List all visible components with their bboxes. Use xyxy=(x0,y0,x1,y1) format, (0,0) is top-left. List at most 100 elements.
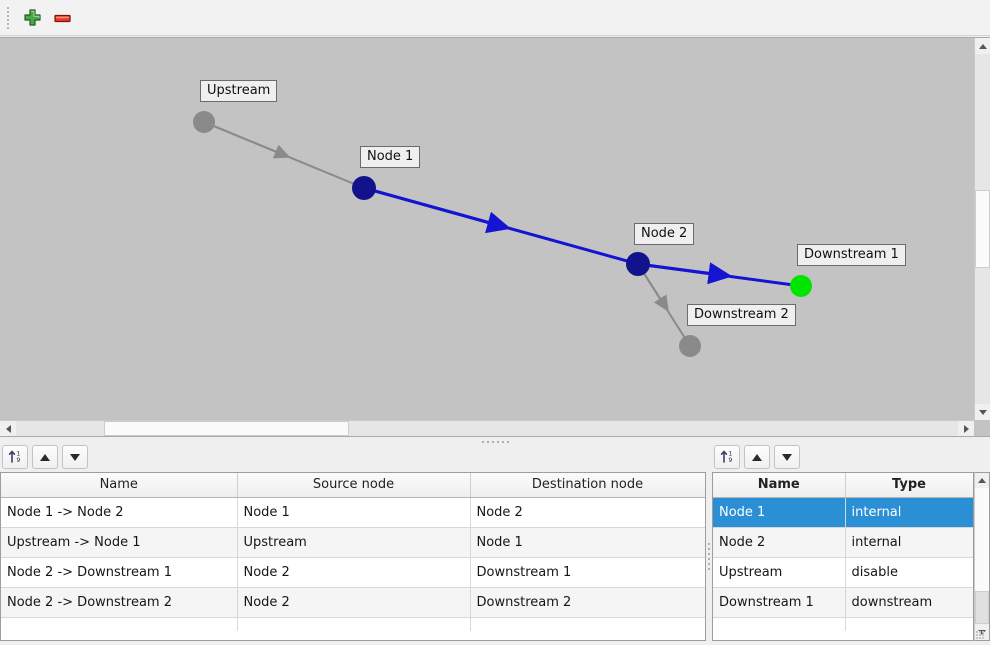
tables-area: 1 9 Name xyxy=(0,443,990,645)
add-node-button[interactable] xyxy=(17,3,47,33)
table-row-empty[interactable] xyxy=(713,617,973,631)
svg-text:1: 1 xyxy=(729,450,733,457)
main-toolbar xyxy=(0,0,990,36)
chevron-right-icon xyxy=(963,424,969,433)
graph-node-label-upstream[interactable]: Upstream xyxy=(200,80,278,102)
edges-cell-name[interactable]: Node 1 -> Node 2 xyxy=(1,497,238,528)
graph-canvas[interactable] xyxy=(0,38,974,423)
graph-node-upstream[interactable] xyxy=(193,111,215,133)
graph-node-label-downstream2[interactable]: Downstream 2 xyxy=(687,304,796,326)
nodes-table-scroll-thumb[interactable] xyxy=(975,591,989,624)
edges-cell-destination[interactable]: Node 2 xyxy=(470,497,705,528)
remove-node-button[interactable] xyxy=(47,3,77,33)
edges-table-container[interactable]: Name Source node Destination node Node 1… xyxy=(0,472,706,641)
table-row[interactable]: Node 2 -> Downstream 2 Node 2 Downstream… xyxy=(1,587,705,618)
chevron-left-icon xyxy=(5,424,11,433)
nodes-cell-empty xyxy=(713,617,846,631)
graph-edge-node2-downstream2[interactable] xyxy=(637,263,691,347)
edges-column-header-name[interactable]: Name xyxy=(1,473,238,498)
scroll-up-button[interactable] xyxy=(975,473,989,488)
edges-move-down-button[interactable] xyxy=(62,445,88,469)
graph-edge-node2-downstream1[interactable] xyxy=(637,262,802,288)
nodes-cell-type[interactable]: internal xyxy=(845,527,973,558)
edges-cell-destination[interactable]: Node 1 xyxy=(470,527,705,558)
nodes-move-up-button[interactable] xyxy=(744,445,770,469)
graph-node-node2[interactable] xyxy=(626,252,650,276)
triangle-up-icon xyxy=(40,453,50,461)
plus-icon xyxy=(23,8,42,28)
edges-cell-destination[interactable]: Downstream 1 xyxy=(470,557,705,588)
nodes-column-header-name[interactable]: Name xyxy=(713,473,846,498)
scroll-track-left[interactable] xyxy=(16,421,104,436)
graph-node-downstream1[interactable] xyxy=(790,275,812,297)
graph-horizontal-scrollbar[interactable] xyxy=(0,420,974,436)
nodes-cell-type[interactable]: disable xyxy=(845,557,973,588)
edges-cell-name[interactable]: Node 2 -> Downstream 2 xyxy=(1,587,238,618)
table-row[interactable]: Node 2 -> Downstream 1 Node 2 Downstream… xyxy=(1,557,705,588)
table-row[interactable]: Node 1 -> Node 2 Node 1 Node 2 xyxy=(1,497,705,528)
nodes-move-down-button[interactable] xyxy=(774,445,800,469)
graph-node-label-node2[interactable]: Node 2 xyxy=(634,223,695,245)
graph-horizontal-scroll-thumb[interactable] xyxy=(104,421,349,436)
graph-node-downstream2[interactable] xyxy=(679,335,701,357)
nodes-cell-type[interactable]: downstream xyxy=(845,587,973,618)
edges-table: Name Source node Destination node Node 1… xyxy=(1,473,705,631)
chevron-down-icon xyxy=(978,409,987,415)
horizontal-splitter[interactable] xyxy=(0,437,990,447)
sort-ascending-icon: 1 9 xyxy=(719,448,735,467)
edges-cell-destination[interactable]: Downstream 2 xyxy=(470,587,705,618)
scroll-track-upper[interactable] xyxy=(975,54,990,190)
edges-move-up-button[interactable] xyxy=(32,445,58,469)
edges-table-header-row: Name Source node Destination node xyxy=(1,473,705,498)
edges-column-header-destination[interactable]: Destination node xyxy=(470,473,705,498)
table-row[interactable]: Upstream disable xyxy=(713,557,973,588)
nodes-cell-name[interactable]: Node 2 xyxy=(713,527,846,558)
graph-node-label-node1[interactable]: Node 1 xyxy=(360,146,421,168)
resize-grip-icon[interactable] xyxy=(976,631,988,643)
scroll-track-right[interactable] xyxy=(349,421,958,436)
edges-sort-button[interactable]: 1 9 xyxy=(2,445,28,469)
scroll-track-lower[interactable] xyxy=(975,268,990,406)
nodes-table-vertical-scrollbar[interactable] xyxy=(974,472,990,641)
splitter-grip-icon xyxy=(708,543,710,570)
edges-cell-source[interactable]: Node 2 xyxy=(237,587,471,618)
table-row-empty[interactable] xyxy=(1,617,705,631)
nodes-sort-button[interactable]: 1 9 xyxy=(714,445,740,469)
scroll-track-upper[interactable] xyxy=(975,488,989,591)
graph-edge-upstream-node1[interactable] xyxy=(203,121,365,189)
graph-vertical-scrollbar[interactable] xyxy=(974,38,990,420)
nodes-column-header-type[interactable]: Type xyxy=(845,473,973,498)
edges-cell-empty xyxy=(1,617,238,631)
edges-cell-source[interactable]: Node 1 xyxy=(237,497,471,528)
triangle-down-icon xyxy=(70,453,80,461)
scroll-up-button[interactable] xyxy=(975,38,990,54)
edges-cell-source[interactable]: Node 2 xyxy=(237,557,471,588)
edges-column-header-source[interactable]: Source node xyxy=(237,473,471,498)
edges-cell-name[interactable]: Node 2 -> Downstream 1 xyxy=(1,557,238,588)
sort-ascending-icon: 1 9 xyxy=(7,448,23,467)
graph-vertical-scroll-thumb[interactable] xyxy=(975,190,990,268)
table-row[interactable]: Node 2 internal xyxy=(713,527,973,558)
nodes-toolbar: 1 9 xyxy=(714,443,800,471)
edges-cell-source[interactable]: Upstream xyxy=(237,527,471,558)
table-row[interactable]: Upstream -> Node 1 Upstream Node 1 xyxy=(1,527,705,558)
edges-cell-name[interactable]: Upstream -> Node 1 xyxy=(1,527,238,558)
scroll-down-button[interactable] xyxy=(975,404,990,420)
graph-edge-node1-node2[interactable] xyxy=(363,186,639,266)
nodes-cell-name[interactable]: Upstream xyxy=(713,557,846,588)
graph-node-node1[interactable] xyxy=(352,176,376,200)
scroll-right-button[interactable] xyxy=(958,421,974,436)
nodes-table-container[interactable]: Name Type Node 1 internal Node 2 interna… xyxy=(712,472,974,641)
vertical-splitter[interactable] xyxy=(706,472,712,641)
svg-text:9: 9 xyxy=(17,457,21,464)
scroll-left-button[interactable] xyxy=(0,421,16,436)
graph-node-label-downstream1[interactable]: Downstream 1 xyxy=(797,244,906,266)
graph-view[interactable]: Upstream Node 1 Node 2 Downstream 1 Down… xyxy=(0,37,990,437)
table-row[interactable]: Downstream 1 downstream xyxy=(713,587,973,618)
nodes-cell-name[interactable]: Downstream 1 xyxy=(713,587,846,618)
nodes-cell-type[interactable]: internal xyxy=(845,497,973,528)
table-row[interactable]: Node 1 internal xyxy=(713,497,973,528)
toolbar-drag-handle[interactable] xyxy=(3,7,13,29)
nodes-cell-name[interactable]: Node 1 xyxy=(713,497,846,528)
triangle-up-icon xyxy=(752,453,762,461)
